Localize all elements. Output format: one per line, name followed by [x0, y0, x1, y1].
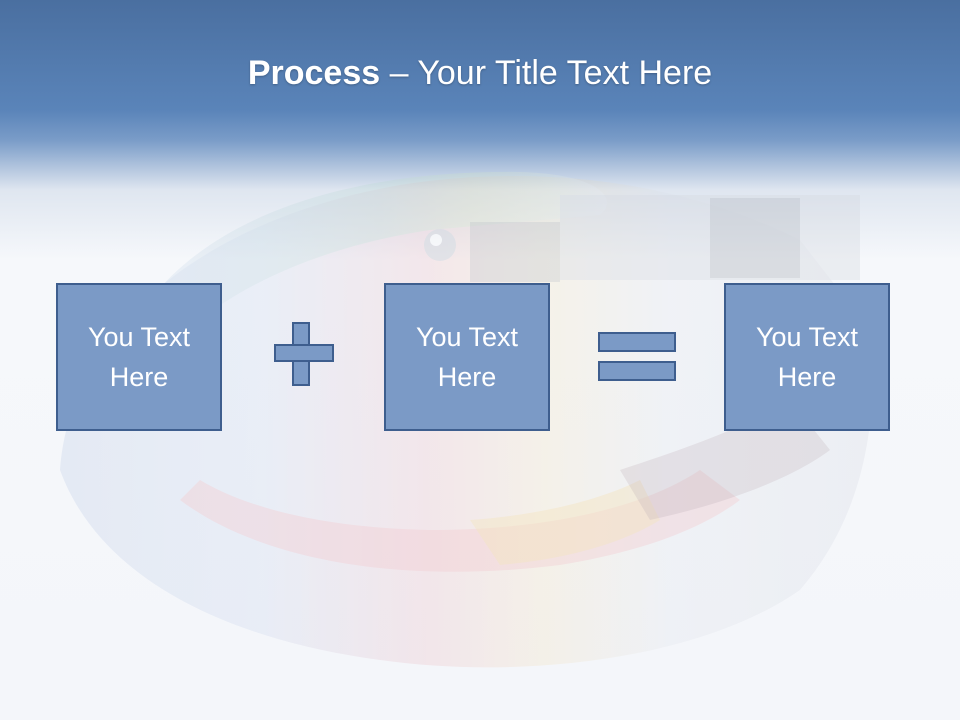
text-box-2[interactable]: You Text Here [384, 283, 550, 431]
text-box-3[interactable]: You Text Here [724, 283, 890, 431]
title-rest-part: – Your Title Text Here [380, 54, 713, 92]
text-box-1-label: You Text Here [87, 322, 191, 392]
slide-title: Process – Your Title Text Here [0, 54, 960, 93]
title-bold-part: Process [247, 54, 381, 92]
text-box-2-label: You Text Here [415, 322, 519, 392]
text-box-3-label: You Text Here [755, 322, 859, 392]
text-box-1[interactable]: You Text Here [56, 283, 222, 431]
